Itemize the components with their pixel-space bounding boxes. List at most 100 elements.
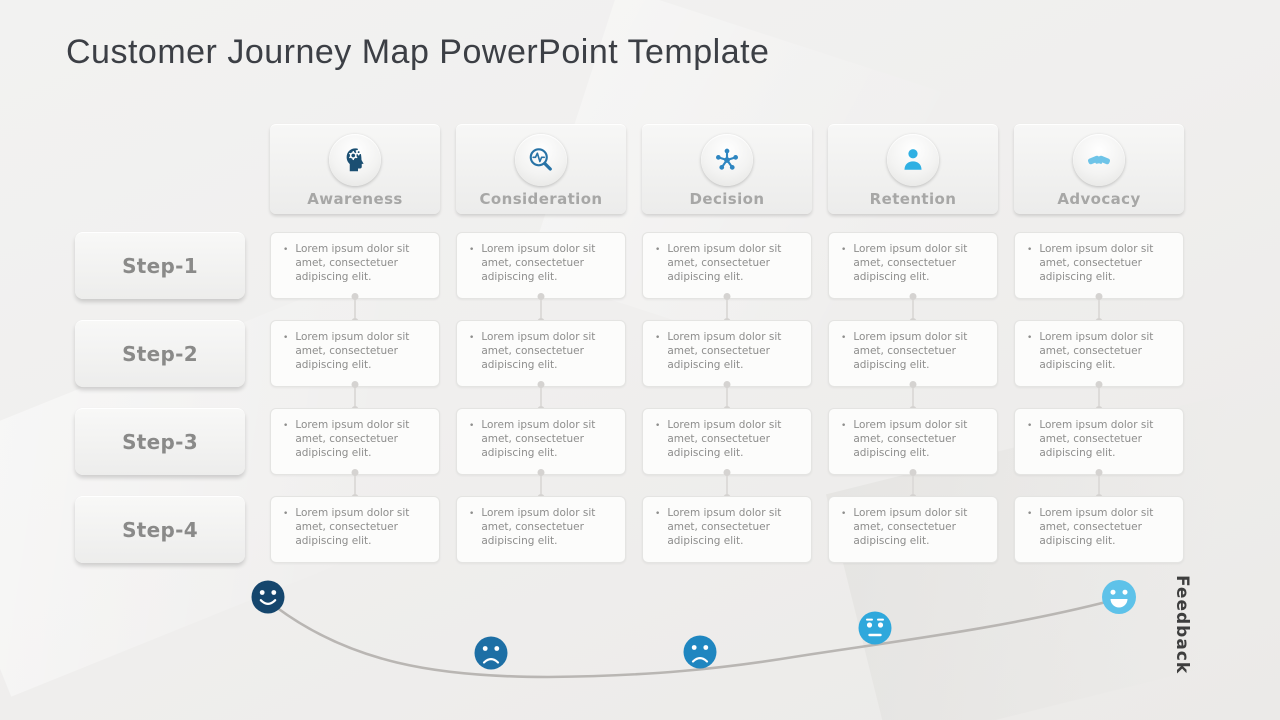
feedback-axis-label: Feedback	[1172, 575, 1192, 675]
face-grin-icon	[1102, 580, 1136, 614]
steps-column: Step-1 Step-2 Step-3 Step-4	[75, 232, 245, 563]
stage-card-consideration: Consideration	[456, 124, 626, 214]
journey-cell: •Lorem ipsum dolor sit amet, consectetue…	[1014, 408, 1184, 499]
journey-cell: •Lorem ipsum dolor sit amet, consectetue…	[456, 232, 626, 323]
journey-cell: • Lorem ipsum dolor sit amet, consectetue…	[642, 496, 812, 563]
cell-text: Lorem ipsum dolor sit amet, consectetuer…	[295, 331, 410, 371]
bullet: •	[469, 245, 475, 255]
network-nodes-icon	[716, 148, 738, 170]
person-icon	[904, 149, 922, 170]
journey-cell: • Lorem ipsum dolor sit amet, consectetue…	[828, 408, 998, 499]
handshake-icon	[1087, 155, 1111, 165]
stage-badge	[1073, 134, 1125, 186]
step-2-card: Step-2	[75, 320, 245, 387]
connector	[726, 471, 728, 499]
cell-text: Lorem ipsum dolor sit amet, consectetuer…	[853, 243, 968, 283]
stage-label-decision: Decision	[689, 190, 765, 208]
bullet: •	[469, 509, 475, 519]
cell-text: Lorem ipsum dolor sit amet, consectetuer…	[853, 331, 968, 371]
step-1-card: Step-1	[75, 232, 245, 299]
cell-text: Lorem ipsum dolor sit amet, consectetuer…	[667, 419, 782, 459]
connector	[540, 383, 542, 411]
journey-row-step-2: • Lorem ipsum dolor sit amet, consectetue…	[270, 320, 1184, 411]
bullet: •	[841, 333, 847, 343]
journey-cell: •Lorem ipsum dolor sit amet, consectetue…	[456, 408, 626, 499]
journey-cell: • Lorem ipsum dolor sit amet, consectetue…	[1014, 496, 1184, 563]
journey-cell: • Lorem ipsum dolor sit amet, consectetue…	[642, 320, 812, 411]
journey-cell: • Lorem ipsum dolor sit amet, consectetue…	[642, 408, 812, 499]
stage-label-consideration: Consideration	[479, 190, 603, 208]
journey-cell: •Lorem ipsum dolor sit amet, consectetue…	[1014, 320, 1184, 411]
step-4-card: Step-4	[75, 496, 245, 563]
stage-label-advocacy: Advocacy	[1057, 190, 1141, 208]
connector	[354, 471, 356, 499]
stage-card-retention: Retention	[828, 124, 998, 214]
connector	[540, 471, 542, 499]
stage-badge	[515, 134, 567, 186]
bullet: •	[1027, 509, 1033, 519]
stage-badge	[329, 134, 381, 186]
connector	[354, 383, 356, 411]
cell-text: Lorem ipsum dolor sit amet, consectetuer…	[667, 243, 782, 283]
step-3-card: Step-3	[75, 408, 245, 475]
cell-text: Lorem ipsum dolor sit amet, consectetuer…	[853, 507, 968, 547]
journey-cell: • Lorem ipsum dolor sit amet, consectetue…	[828, 232, 998, 323]
cell-text: Lorem ipsum dolor sit amet, consectetuer…	[1039, 507, 1154, 547]
cell-text: Lorem ipsum dolor sit amet, consectetuer…	[481, 331, 596, 371]
connector	[912, 471, 914, 499]
journey-cell: • Lorem ipsum dolor sit amet, consectetue…	[828, 496, 998, 563]
journey-row-step-1: • Lorem ipsum dolor sit amet, consectetue…	[270, 232, 1184, 323]
bullet: •	[283, 245, 289, 255]
step-3-label: Step-3	[122, 430, 198, 454]
connector	[912, 383, 914, 411]
journey-cell: •Lorem ipsum dolor sit amet, consectetue…	[270, 496, 440, 563]
bullet: •	[1027, 245, 1033, 255]
stage-card-awareness: Awareness	[270, 124, 440, 214]
cell-text: Lorem ipsum dolor sit amet, consectetuer…	[853, 419, 968, 459]
journey-cell: • Lorem ipsum dolor sit amet, consectetue…	[456, 320, 626, 411]
bullet: •	[655, 421, 661, 431]
stage-card-advocacy: Advocacy	[1014, 124, 1184, 214]
cell-text: Lorem ipsum dolor sit amet, consectetuer…	[1039, 419, 1154, 459]
magnifier-pulse-icon	[529, 148, 552, 171]
connector	[1098, 295, 1100, 323]
journey-cell: • Lorem ipsum dolor sit amet, consectetue…	[270, 320, 440, 411]
feedback-curve-line	[274, 599, 1112, 679]
journey-cell: • Lorem ipsum dolor sit amet, consectetue…	[456, 496, 626, 563]
cell-text: Lorem ipsum dolor sit amet, consectetuer…	[295, 419, 410, 459]
stage-badge	[701, 134, 753, 186]
face-happy-icon	[251, 580, 285, 614]
connector	[726, 383, 728, 411]
bullet: •	[655, 333, 661, 343]
stage-badge	[887, 134, 939, 186]
bullet: •	[1027, 333, 1033, 343]
bullet: •	[469, 333, 475, 343]
stage-label-retention: Retention	[869, 190, 957, 208]
bullet: •	[655, 509, 661, 519]
cell-text: Lorem ipsum dolor sit amet, consectetuer…	[667, 331, 782, 371]
connector	[1098, 471, 1100, 499]
bullet: •	[841, 509, 847, 519]
connector	[540, 295, 542, 323]
journey-row-step-4: • Lorem ipsum dolor sit amet, consectetue…	[270, 496, 1184, 563]
cell-text: Lorem ipsum dolor sit amet, consectetuer…	[295, 243, 410, 283]
stage-header-row: Awareness Consideration	[270, 124, 1184, 214]
cell-text: Lorem ipsum dolor sit amet, consectetuer…	[667, 507, 782, 547]
journey-cell: • Lorem ipsum dolor sit amet, consectetue…	[270, 232, 440, 323]
bullet: •	[841, 245, 847, 255]
bullet: •	[283, 333, 289, 343]
cell-text: Lorem ipsum dolor sit amet, consectetuer…	[481, 419, 596, 459]
step-1-label: Step-1	[122, 254, 198, 278]
bullet: •	[841, 421, 847, 431]
connector	[726, 295, 728, 323]
bullet: •	[283, 421, 289, 431]
cell-text: Lorem ipsum dolor sit amet, consectetuer…	[481, 507, 596, 547]
page-title: Customer Journey Map PowerPoint Template	[66, 33, 770, 71]
face-neutral-icon	[858, 611, 892, 645]
journey-cell: • Lorem ipsum dolor sit amet, consectetue…	[828, 320, 998, 411]
journey-cell: • Lorem ipsum dolor sit amet, consectetue…	[1014, 232, 1184, 323]
journey-board: Awareness Consideration	[270, 124, 1184, 584]
head-gears-icon	[346, 148, 364, 172]
cell-text: Lorem ipsum dolor sit amet, consectetuer…	[1039, 243, 1154, 283]
